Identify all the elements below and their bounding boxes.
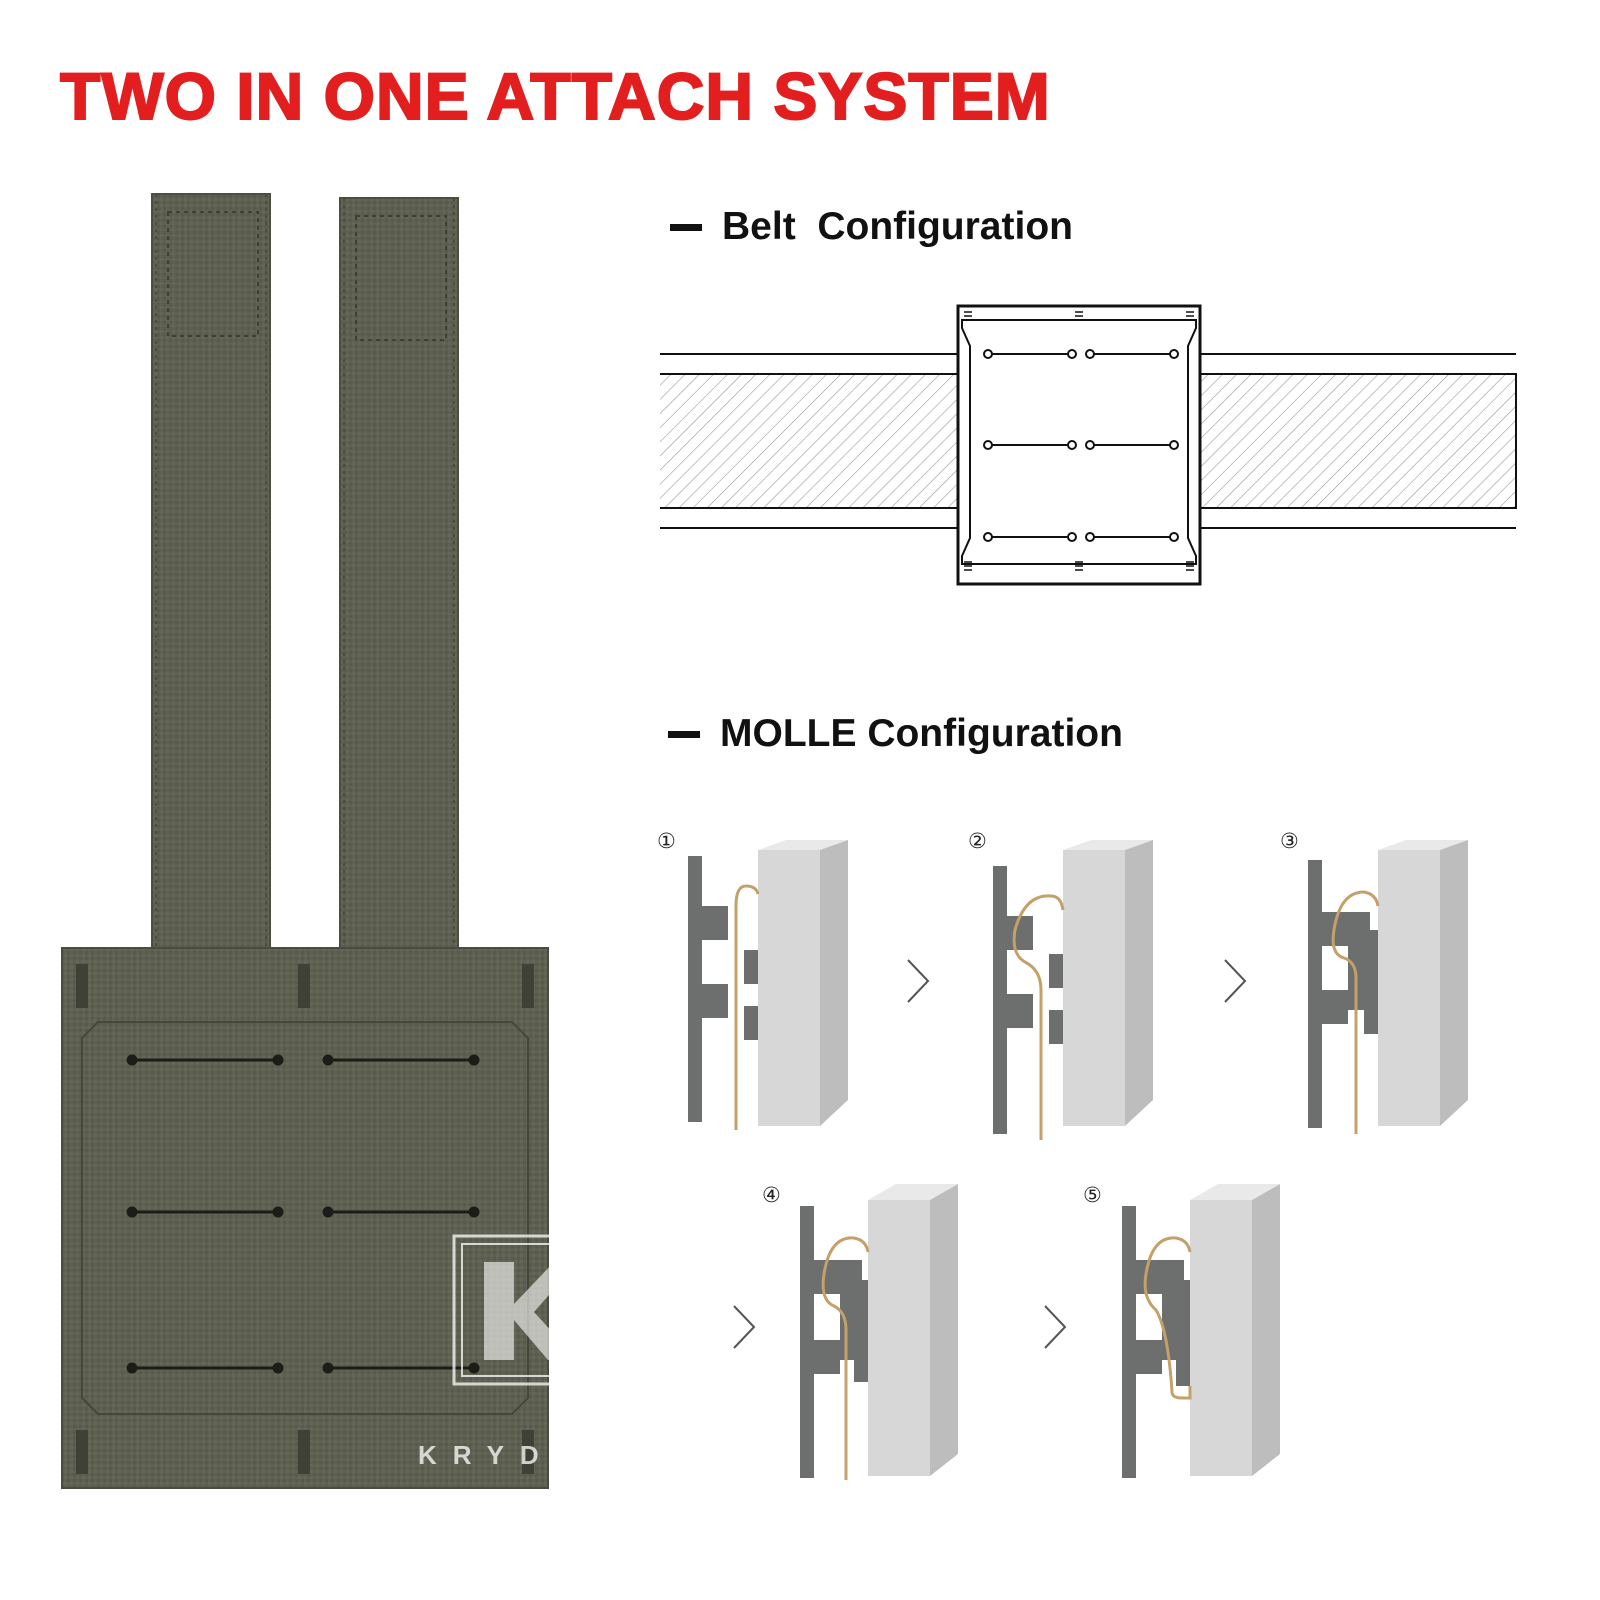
title-dash xyxy=(668,730,700,738)
krydex-wordmark-text: KRYDEX xyxy=(418,1440,622,1470)
step-number-3: ③ xyxy=(1280,829,1299,853)
molle-step-5-diagram xyxy=(1122,1184,1280,1478)
molle-configuration-label: MOLLE Configuration xyxy=(720,712,1123,755)
title-dash xyxy=(670,223,702,231)
belt-configuration-title: Belt Configuration xyxy=(670,205,1073,249)
krydex-logo xyxy=(452,1234,604,1386)
chevron-right-icon xyxy=(1044,1305,1067,1349)
chevron-right-icon xyxy=(733,1305,756,1349)
krydex-wordmark: KRYDEX® xyxy=(418,1440,630,1471)
molle-step-1-diagram xyxy=(688,840,848,1130)
molle-step-4-diagram xyxy=(800,1184,958,1480)
product-panel-image xyxy=(61,193,549,1489)
chevron-right-icon xyxy=(1224,959,1247,1003)
step-number-2: ② xyxy=(968,829,987,853)
step-number-1: ① xyxy=(657,829,676,853)
molle-configuration-title: MOLLE Configuration xyxy=(668,712,1123,756)
step-number-5: ⑤ xyxy=(1083,1183,1102,1207)
belt-configuration-label: Belt Configuration xyxy=(722,205,1073,248)
step-number-4: ④ xyxy=(762,1183,781,1207)
chevron-right-icon xyxy=(907,959,930,1003)
belt-configuration-diagram xyxy=(660,304,1517,586)
registered-mark: ® xyxy=(621,1443,631,1458)
headline: TWO IN ONE ATTACH SYSTEM xyxy=(59,58,1051,134)
molle-step-2-diagram xyxy=(993,840,1153,1140)
molle-step-3-diagram xyxy=(1308,840,1468,1134)
